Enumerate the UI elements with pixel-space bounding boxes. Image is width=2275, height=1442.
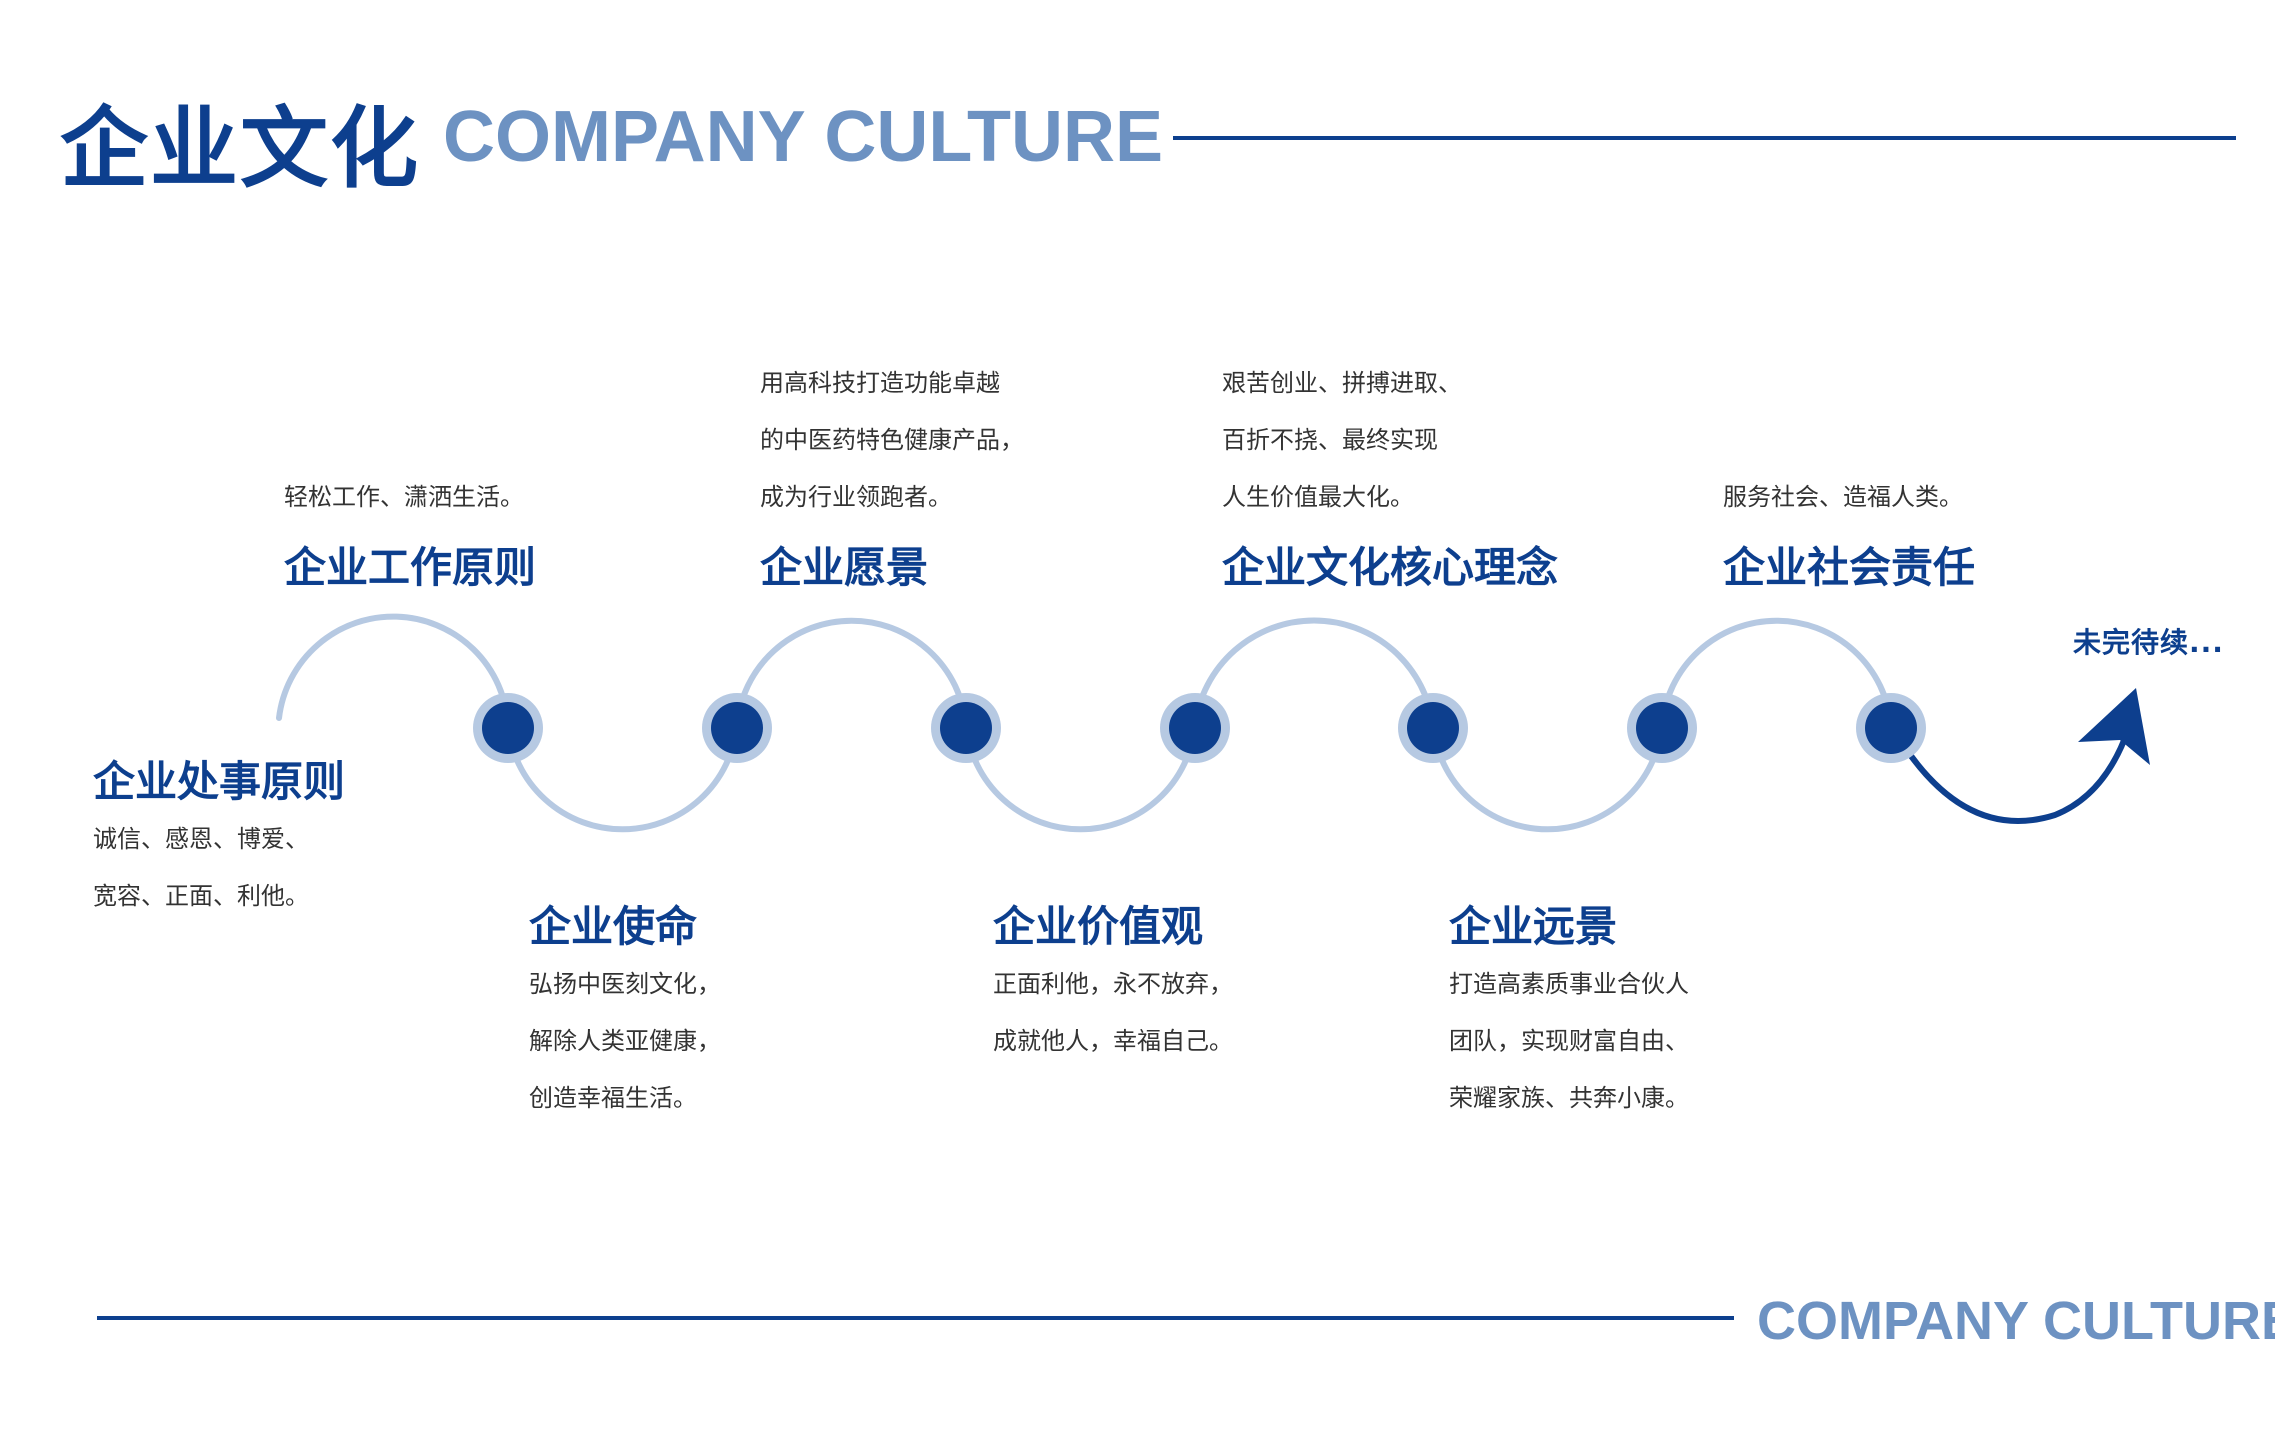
desc-line: 弘扬中医刻文化，: [529, 970, 721, 998]
arrow-head-icon: [2078, 688, 2150, 765]
header-divider: [1173, 136, 2236, 140]
footer-title-en: COMPANY CULTURE: [1757, 1291, 2275, 1351]
desc-line: 人生价值最大化。: [1222, 483, 1414, 511]
social-responsibility-desc: 服务社会、造福人类。: [1723, 469, 1963, 526]
timeline-node-6: [1636, 702, 1688, 754]
core-concept-title: 企业文化核心理念: [1222, 543, 1559, 592]
timeline-node-4: [1169, 702, 1221, 754]
wave-path: [276, 613, 1894, 833]
future-vision-title: 企业远景: [1449, 902, 1618, 951]
to-be-continued-label: 未完待续...: [2073, 626, 2224, 659]
desc-line: 解除人类亚健康，: [529, 1027, 721, 1055]
future-vision-desc: 打造高素质事业合伙人 团队，实现财富自由、 荣耀家族、共奔小康。: [1449, 956, 1689, 1127]
timeline-node-7: [1865, 702, 1917, 754]
desc-line: 创造幸福生活。: [529, 1084, 697, 1112]
desc-line: 荣耀家族、共奔小康。: [1449, 1084, 1689, 1112]
desc-line: 宽容、正面、利他。: [93, 882, 309, 910]
mission-desc: 弘扬中医刻文化， 解除人类亚健康， 创造幸福生活。: [529, 956, 721, 1127]
vision-desc: 用高科技打造功能卓越 的中医药特色健康产品， 成为行业领跑者。: [760, 355, 1024, 526]
conduct-principle-title: 企业处事原则: [93, 757, 346, 806]
timeline-nodes: [473, 693, 1926, 763]
work-principle-desc: 轻松工作、潇洒生活。: [284, 469, 524, 526]
mission-title: 企业使命: [529, 902, 698, 951]
page-subtitle-en: COMPANY CULTURE: [443, 97, 1163, 177]
desc-line: 的中医药特色健康产品，: [760, 426, 1024, 454]
conduct-principle-desc: 诚信、感恩、博爱、 宽容、正面、利他。: [93, 811, 309, 925]
timeline-node-2: [711, 702, 763, 754]
values-desc: 正面利他，永不放弃， 成就他人，幸福自己。: [993, 956, 1233, 1070]
desc-line: 成为行业领跑者。: [760, 483, 952, 511]
desc-line: 成就他人，幸福自己。: [993, 1027, 1233, 1055]
vision-title: 企业愿景: [760, 543, 929, 592]
desc-line: 正面利他，永不放弃，: [993, 970, 1233, 998]
timeline-node-5: [1407, 702, 1459, 754]
core-concept-desc: 艰苦创业、拼搏进取、 百折不挠、最终实现 人生价值最大化。: [1222, 355, 1462, 526]
desc-line: 百折不挠、最终实现: [1222, 426, 1438, 454]
footer-divider: [97, 1316, 1734, 1320]
timeline-node-1: [482, 702, 534, 754]
desc-line: 团队，实现财富自由、: [1449, 1027, 1689, 1055]
desc-line: 轻松工作、潇洒生活。: [284, 483, 524, 511]
work-principle-title: 企业工作原则: [284, 543, 537, 592]
continuation-arrow-curve: [1888, 722, 2131, 824]
social-responsibility-title: 企业社会责任: [1723, 543, 1976, 592]
timeline-node-3: [940, 702, 992, 754]
desc-line: 服务社会、造福人类。: [1723, 483, 1963, 511]
values-title: 企业价值观: [993, 902, 1204, 951]
desc-line: 用高科技打造功能卓越: [760, 369, 1000, 397]
page-title: 企业文化: [60, 97, 421, 200]
desc-line: 诚信、感恩、博爱、: [93, 825, 309, 853]
desc-line: 打造高素质事业合伙人: [1449, 970, 1689, 998]
desc-line: 艰苦创业、拼搏进取、: [1222, 369, 1462, 397]
